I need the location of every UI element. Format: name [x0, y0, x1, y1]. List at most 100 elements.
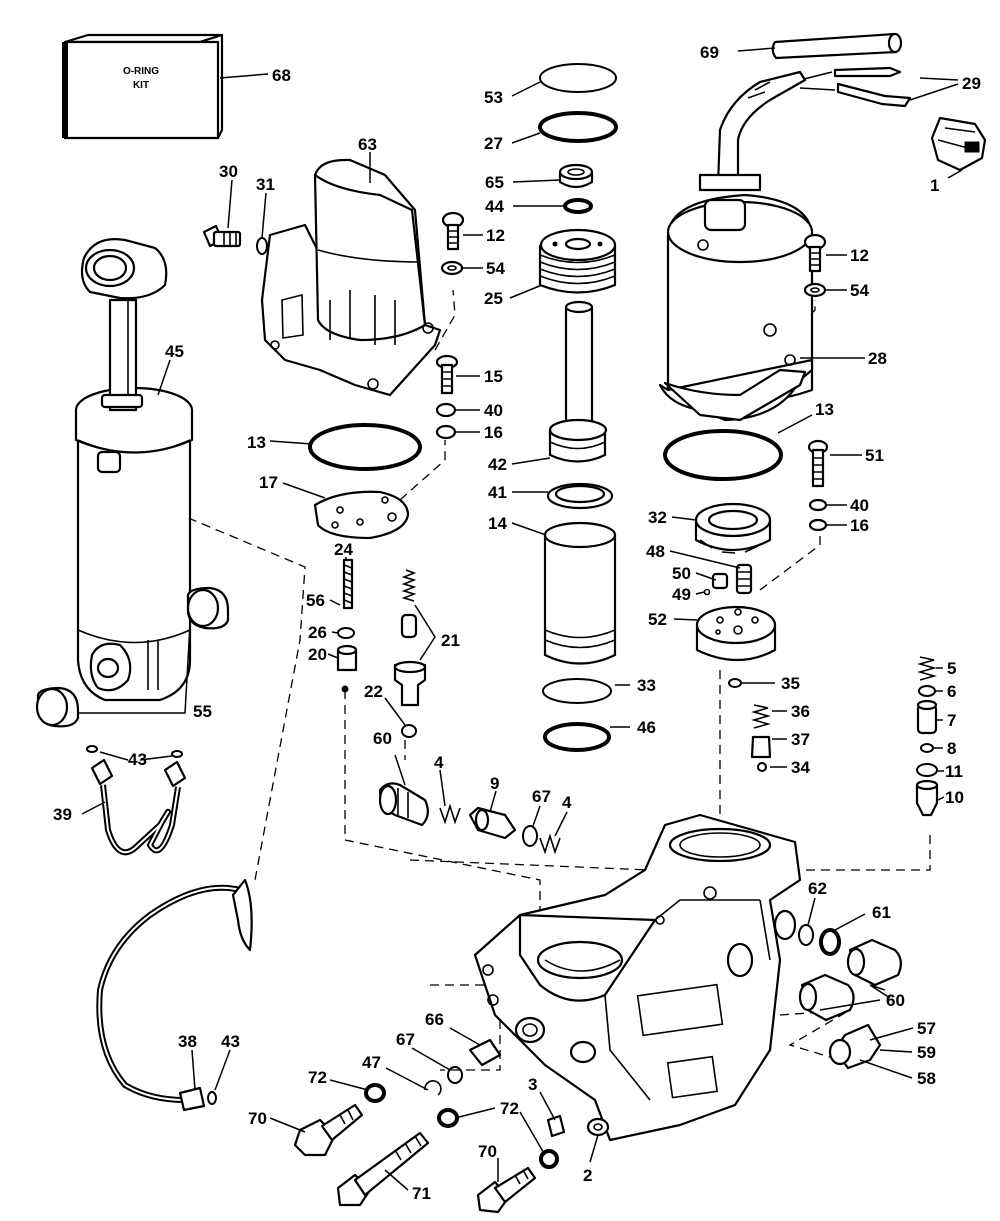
large-oring-left — [308, 423, 422, 471]
oring-44 — [563, 198, 593, 214]
callout-58: 58 — [917, 1069, 936, 1088]
seal-41 — [546, 482, 614, 510]
callout-21: 21 — [441, 631, 460, 650]
rod-seal-65 — [558, 163, 594, 189]
callout-56: 56 — [306, 591, 325, 610]
tilt-hose-short — [86, 745, 187, 856]
callout-8: 8 — [947, 739, 956, 758]
pump-manifold-52 — [695, 605, 777, 662]
callout-11: 11 — [945, 762, 963, 781]
callout-72-right: 72 — [500, 1099, 519, 1118]
callout-13-right: 13 — [815, 400, 834, 419]
tilt-hose-long — [96, 878, 253, 1112]
callout-29: 29 — [962, 74, 981, 93]
oring-33 — [542, 678, 612, 704]
callout-40-left: 40 — [484, 401, 503, 420]
callout-24: 24 — [334, 540, 353, 559]
callout-41: 41 — [488, 483, 507, 502]
large-oring-right — [663, 429, 783, 481]
callout-13-left: 13 — [247, 433, 266, 452]
leader-lines — [78, 47, 963, 1191]
callout-54-right: 54 — [850, 281, 869, 300]
callout-62: 62 — [808, 879, 827, 898]
wire-sleeve — [771, 32, 903, 60]
trim-piston-rod — [548, 300, 608, 463]
callout-44: 44 — [485, 197, 504, 216]
manual-release-valve — [393, 569, 427, 738]
callout-34: 34 — [791, 758, 810, 777]
callout-40-right: 40 — [850, 496, 869, 515]
oring-53 — [539, 63, 617, 93]
callout-labels: 68 69 29 1 53 27 63 65 44 30 31 12 54 25… — [53, 43, 981, 1203]
callout-57: 57 — [917, 1019, 936, 1038]
callout-16-left: 16 — [484, 423, 503, 442]
electric-motor — [658, 70, 814, 422]
callout-37: 37 — [791, 730, 810, 749]
callout-55: 55 — [193, 702, 212, 721]
callout-4-right: 4 — [562, 793, 572, 812]
relief-valve-stack-left — [336, 558, 358, 693]
callout-26: 26 — [308, 623, 327, 642]
shuttle-valve-assembly — [378, 782, 561, 855]
callout-54-left: 54 — [486, 259, 505, 278]
callout-70-right: 70 — [478, 1142, 497, 1161]
callout-42: 42 — [488, 455, 507, 474]
callout-33: 33 — [637, 676, 656, 695]
tilt-cylinder — [74, 238, 194, 702]
callout-1: 1 — [930, 176, 939, 195]
callout-14: 14 — [488, 514, 507, 533]
callout-67-top: 67 — [532, 787, 551, 806]
callout-4-left: 4 — [434, 753, 444, 772]
side-valves — [798, 924, 902, 1070]
plate-screw-left — [435, 354, 459, 440]
callout-46: 46 — [637, 718, 656, 737]
cylinder-bushings — [35, 586, 230, 728]
pump-cover — [260, 158, 442, 397]
callout-12-right: 12 — [850, 246, 869, 265]
callout-36: 36 — [791, 702, 810, 721]
callout-48: 48 — [646, 542, 665, 561]
callout-20: 20 — [308, 645, 327, 664]
pump-ring-32 — [694, 502, 772, 554]
callout-67-bottom: 67 — [396, 1030, 415, 1049]
callout-60-right: 60 — [886, 991, 905, 1010]
callout-53: 53 — [484, 88, 503, 107]
callout-5: 5 — [947, 659, 956, 678]
callout-68: 68 — [272, 66, 291, 85]
callout-72-left: 72 — [308, 1068, 327, 1087]
callout-59: 59 — [917, 1043, 936, 1062]
wire-terminals — [799, 66, 912, 108]
callout-38: 38 — [178, 1032, 197, 1051]
oring-kit-box: O-RING KIT — [62, 33, 224, 140]
callout-51: 51 — [865, 446, 884, 465]
pump-housing — [473, 813, 802, 1142]
callout-63: 63 — [358, 135, 377, 154]
callout-9: 9 — [490, 774, 499, 793]
callout-31: 31 — [256, 175, 275, 194]
callout-22: 22 — [364, 682, 383, 701]
callout-15: 15 — [484, 367, 503, 386]
trim-piston-head — [538, 228, 617, 294]
callout-47: 47 — [362, 1053, 381, 1072]
fasteners-bottom — [293, 1038, 610, 1214]
callout-61: 61 — [872, 903, 891, 922]
kit-label-line2: KIT — [133, 80, 149, 91]
callout-65: 65 — [485, 173, 504, 192]
check-ball-48-50-49 — [703, 563, 753, 596]
callout-27: 27 — [484, 134, 503, 153]
oring-27 — [538, 111, 618, 143]
callout-52: 52 — [648, 610, 667, 629]
fill-screw-and-seal — [202, 224, 268, 255]
check-valve-plate — [313, 490, 410, 540]
callout-2: 2 — [583, 1166, 592, 1185]
callout-30: 30 — [219, 162, 238, 181]
oring-46 — [543, 722, 611, 752]
callout-17: 17 — [259, 473, 278, 492]
callout-32: 32 — [648, 508, 667, 527]
callout-12-left: 12 — [486, 226, 505, 245]
callout-39: 39 — [53, 805, 72, 824]
motor-screw-right — [803, 233, 827, 298]
callout-35: 35 — [781, 674, 800, 693]
valve-stack-right — [915, 656, 939, 817]
